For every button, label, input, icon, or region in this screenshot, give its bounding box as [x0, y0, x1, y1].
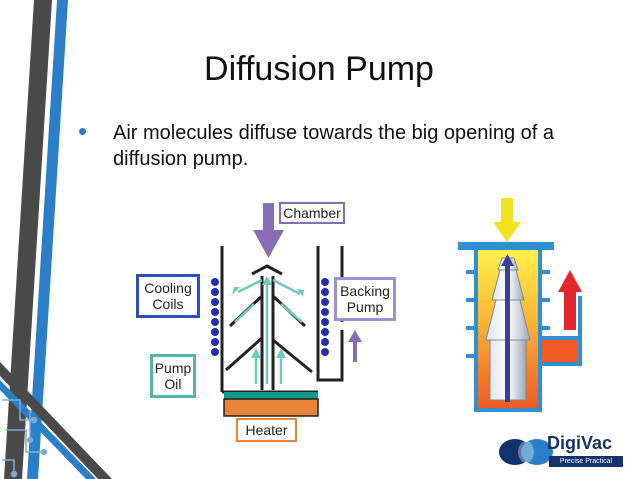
- vapor-arrows: [234, 278, 303, 384]
- bullet-text: Air molecules diffuse towards the big op…: [113, 122, 555, 170]
- logo-tagline: Precise Practical Personal: [549, 456, 623, 476]
- outflow-arrow: [558, 270, 582, 330]
- inflow-arrow: [493, 198, 521, 242]
- heater-plate: [223, 398, 319, 417]
- slide-title: Diffusion Pump: [204, 50, 434, 88]
- chamber-arrow: [253, 203, 284, 258]
- cooling-coils-label: Cooling Coils: [136, 274, 200, 318]
- backing-pump-label: Backing Pump: [334, 277, 396, 321]
- logo-name: DigiVac: [547, 433, 613, 453]
- heater-label: Heater: [236, 418, 297, 442]
- bullet-icon: •: [78, 116, 88, 146]
- jet-stack: [485, 254, 531, 402]
- chamber-label: Chamber: [279, 202, 345, 224]
- vapor-arrowheads: [232, 276, 304, 358]
- circuit-pattern: [2, 399, 48, 478]
- cooling-coils: [211, 278, 329, 356]
- pump-oil-label: Pump Oil: [150, 354, 196, 398]
- pump-oil-layer: [224, 392, 318, 399]
- backing-pump-arrow: [348, 330, 362, 362]
